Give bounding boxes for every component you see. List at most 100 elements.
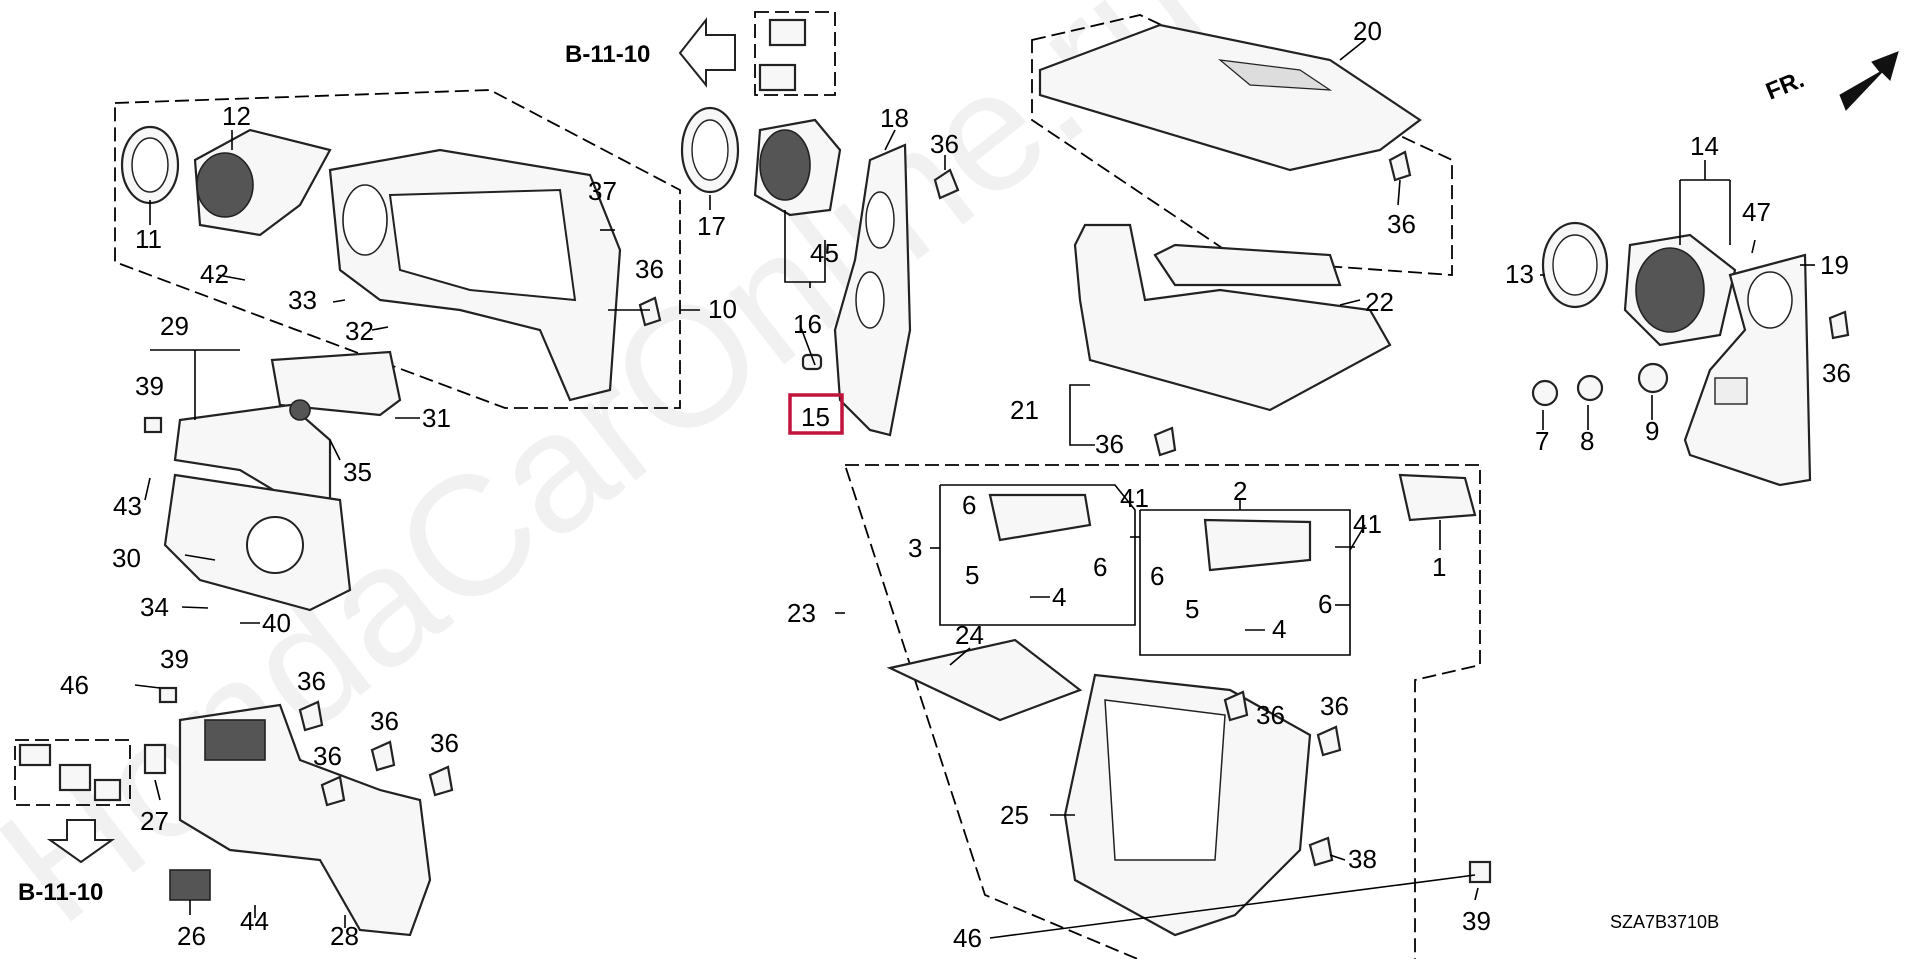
part-35-bolt[interactable] — [289, 399, 311, 421]
callout-3: 3 — [908, 533, 922, 563]
callout-36h: 36 — [313, 741, 342, 771]
part-26-switch[interactable] — [169, 869, 211, 901]
callout-47: 47 — [1742, 197, 1771, 227]
callout-labels: 1 2 3 4 4 5 5 6 6 6 6 7 8 9 10 11 12 13 … — [60, 16, 1851, 953]
callout-45: 45 — [810, 238, 839, 268]
callout-7: 7 — [1535, 426, 1549, 456]
callout-37: 37 — [588, 176, 617, 206]
callout-38: 38 — [1348, 844, 1377, 874]
part-22-mat[interactable] — [1153, 243, 1342, 287]
callout-19: 19 — [1820, 250, 1849, 280]
callout-33: 33 — [288, 285, 317, 315]
callout-24: 24 — [955, 620, 984, 650]
ref-arrow-top[interactable] — [678, 17, 736, 88]
callout-22: 22 — [1365, 287, 1394, 317]
group-box-switch-left — [939, 484, 1136, 626]
part-36-clip[interactable] — [370, 740, 396, 772]
part-9-socket[interactable] — [1637, 362, 1669, 394]
part-36-clip[interactable] — [638, 296, 662, 327]
part-21-tray[interactable] — [1073, 223, 1392, 412]
part-28-vent-slots — [204, 719, 266, 761]
callout-39c: 39 — [1462, 906, 1491, 936]
callout-36c: 36 — [635, 254, 664, 284]
part-36-clip[interactable] — [298, 700, 324, 732]
callout-4a: 4 — [1052, 582, 1066, 612]
callout-25: 25 — [1000, 800, 1029, 830]
part-39-nut[interactable] — [158, 686, 178, 704]
callout-42: 42 — [200, 259, 229, 289]
callout-21: 21 — [1010, 395, 1039, 425]
part-36-clip[interactable] — [1828, 310, 1850, 340]
callout-39a: 39 — [135, 371, 164, 401]
ref-switch-b[interactable] — [58, 763, 92, 792]
part-36-clip[interactable] — [1223, 690, 1249, 722]
group-box-switch-right — [1139, 509, 1351, 656]
part-36-clip[interactable] — [1388, 150, 1412, 182]
part-39-nut[interactable] — [143, 416, 163, 434]
part-20-lid[interactable] — [1038, 23, 1422, 172]
part-27-switch[interactable] — [143, 743, 167, 775]
part-24-liner[interactable] — [886, 638, 1083, 722]
ref-arrow-bottom[interactable] — [46, 819, 116, 864]
ref-label-top[interactable]: B-11-10 — [565, 41, 650, 68]
part-39-nut[interactable] — [1468, 860, 1492, 884]
callout-41b: 41 — [1353, 509, 1382, 539]
part-38-clip[interactable] — [1308, 836, 1334, 867]
part-28-knee-panel[interactable] — [178, 703, 432, 937]
callout-36b: 36 — [1387, 209, 1416, 239]
ref-label-bottom[interactable]: B-11-10 — [18, 879, 103, 906]
diagram-code: SZA7B3710B — [1610, 912, 1719, 932]
callout-36k: 36 — [1320, 691, 1349, 721]
part-36-clip[interactable] — [1316, 725, 1342, 757]
ref-switch-c[interactable] — [93, 778, 122, 802]
callout-27: 27 — [140, 806, 169, 836]
callout-46b: 46 — [953, 923, 982, 953]
leader-lines — [134, 39, 1815, 939]
callout-11: 11 — [135, 224, 162, 254]
part-31-garnish[interactable] — [270, 350, 402, 417]
callout-35: 35 — [343, 457, 372, 487]
callout-6d: 6 — [1318, 589, 1332, 619]
callout-29: 29 — [160, 311, 189, 341]
ref-switch-top-b[interactable] — [758, 63, 797, 92]
callout-16: 16 — [793, 309, 822, 339]
part-3-switch-left[interactable] — [988, 493, 1092, 542]
group-box-ref-switches — [754, 11, 836, 96]
group-box-top-lid — [1031, 14, 1453, 276]
callout-23: 23 — [787, 598, 816, 628]
part-36-clip[interactable] — [933, 168, 960, 200]
callout-36d: 36 — [1822, 358, 1851, 388]
part-1-switch[interactable] — [1398, 473, 1477, 522]
callout-15: 15 — [801, 402, 830, 432]
callout-10: 10 — [708, 294, 737, 324]
callout-28: 28 — [330, 921, 359, 951]
part-36-clip[interactable] — [320, 775, 346, 807]
part-36-clip[interactable] — [1153, 426, 1177, 457]
ref-switch-top-a[interactable] — [768, 18, 807, 47]
callout-46a: 46 — [60, 670, 89, 700]
callout-26: 26 — [177, 921, 206, 951]
part-14-vent-grille — [1635, 247, 1705, 333]
part-36-clip[interactable] — [428, 765, 454, 797]
part-7-plug[interactable] — [1531, 379, 1559, 407]
part-2-switch-right[interactable] — [1203, 518, 1312, 572]
front-arrow-icon — [1839, 51, 1899, 111]
callout-2: 2 — [1233, 476, 1247, 506]
callout-13: 13 — [1505, 259, 1534, 289]
front-direction-label: FR. — [1762, 66, 1808, 106]
callout-36f: 36 — [297, 666, 326, 696]
callout-6b: 6 — [1093, 552, 1107, 582]
callout-40: 40 — [262, 608, 291, 638]
callout-36a: 36 — [930, 129, 959, 159]
callout-6a: 6 — [962, 490, 976, 520]
part-8-plug[interactable] — [1576, 374, 1604, 402]
callout-36e: 36 — [1095, 429, 1124, 459]
callout-39b: 39 — [160, 644, 189, 674]
callout-30: 30 — [112, 543, 141, 573]
callout-4b: 4 — [1272, 614, 1286, 644]
group-box-glove-box — [843, 464, 1481, 959]
callout-5a: 5 — [965, 560, 979, 590]
callout-5b: 5 — [1185, 594, 1199, 624]
ref-switch-a[interactable] — [18, 743, 52, 767]
